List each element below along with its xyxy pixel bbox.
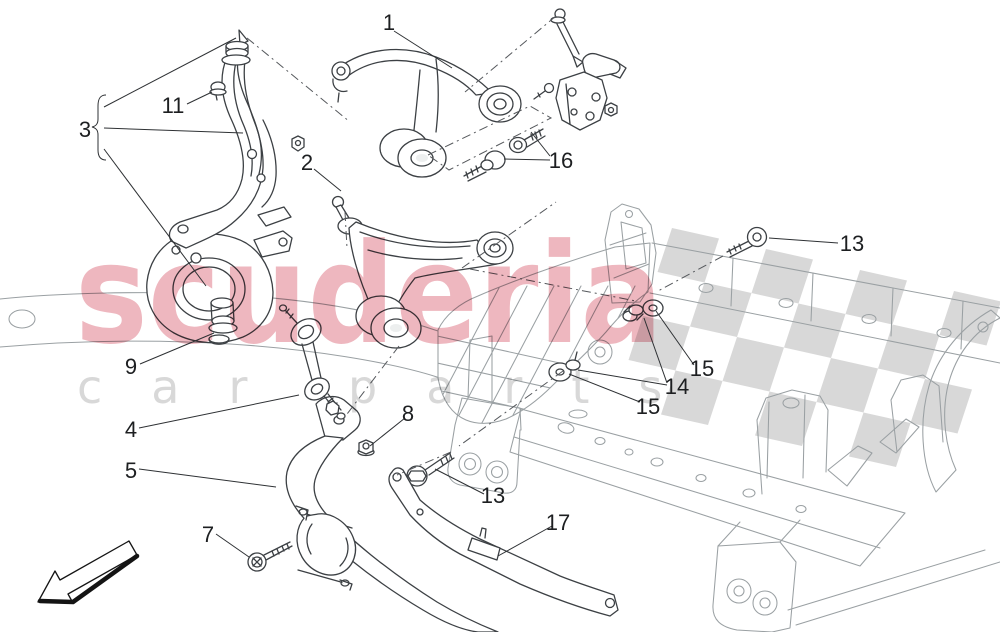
- flag-cell: [628, 316, 690, 371]
- flag-cell: [722, 337, 784, 392]
- washer-nut-set: [548, 299, 664, 382]
- callout-number-5-8: 5: [125, 458, 137, 483]
- callout-number-7-9: 7: [202, 522, 214, 547]
- bolt-13-top: [726, 226, 768, 258]
- cradle-rib: [500, 285, 582, 424]
- direction-arrow: [37, 540, 140, 605]
- flag-cell: [878, 324, 940, 379]
- callout-number-14-14: 14: [665, 374, 689, 399]
- bolt-13-lower: [406, 452, 455, 487]
- callout-number-15-13: 15: [690, 356, 714, 381]
- cradle-rib: [428, 442, 655, 492]
- callout-5-leader: [138, 468, 277, 488]
- callout-number-11-3: 11: [162, 93, 185, 118]
- height-sensor-assembly: [533, 8, 627, 131]
- stabilizer-link: [278, 304, 346, 420]
- callout-number-2-1: 2: [301, 150, 313, 175]
- callout-3-leader: [103, 37, 237, 108]
- bolt-16-lower: [463, 150, 506, 182]
- flag-cell: [661, 370, 723, 425]
- callout-number-15-15: 15: [636, 394, 660, 419]
- callout-11-leader: [186, 91, 213, 105]
- callout-number-8-10: 8: [402, 401, 414, 426]
- lower-control-arm: [331, 195, 514, 349]
- callout-4-leader: [138, 394, 300, 429]
- callout-1-leader: [393, 30, 453, 69]
- watermark-sub-text: car parts: [77, 360, 711, 414]
- callout-17-leader: [497, 525, 553, 557]
- flag-cell: [910, 379, 972, 434]
- callout-number-3-2: 3: [79, 117, 91, 142]
- callout-14-leader: [643, 317, 668, 384]
- flag-cell: [849, 412, 911, 467]
- flag-cell: [755, 391, 817, 446]
- bolt-16-upper: [508, 128, 546, 154]
- cradle-rib: [446, 285, 528, 424]
- watermark: scuderia car parts: [75, 214, 711, 414]
- callout-15-leader: [568, 373, 641, 403]
- flag-cell: [784, 303, 846, 358]
- screw-11: [209, 81, 227, 101]
- bolt-7: [247, 541, 293, 572]
- callout-14-leader: [577, 369, 668, 386]
- callout-number-13-11: 13: [481, 483, 505, 508]
- callout-number-17-12: 17: [546, 510, 570, 535]
- flag-cell: [939, 291, 1000, 346]
- cradle-rib: [438, 285, 501, 424]
- flag-cell: [816, 358, 878, 413]
- steering-knuckle: [146, 29, 293, 344]
- bracket-17: [388, 467, 619, 617]
- callout-15-leader: [655, 310, 695, 366]
- cradle-rib: [428, 469, 655, 519]
- callout-16-leader: [503, 158, 551, 161]
- stabilizer-bar: [285, 395, 499, 632]
- flag-cell: [751, 249, 813, 304]
- grommet-9: [208, 334, 230, 345]
- callout-8-leader: [369, 417, 406, 447]
- watermark-brand-text: scuderia: [75, 214, 663, 375]
- upper-control-arm: [291, 48, 522, 178]
- cradle-rib: [438, 414, 650, 424]
- nut-8: [357, 439, 375, 457]
- callout-16-leader: [530, 131, 551, 157]
- callout-13-leader: [434, 468, 485, 495]
- callout-7-leader: [215, 533, 250, 558]
- callout-number-4-7: 4: [125, 417, 137, 442]
- callout-number-16-4: 16: [549, 148, 573, 173]
- callout-number-1-0: 1: [383, 10, 395, 35]
- callout-2-leader: [313, 168, 342, 192]
- flag-cell: [690, 282, 752, 337]
- callout-number-9-6: 9: [125, 354, 137, 379]
- callout-3-leader: [103, 127, 244, 134]
- flag-cell: [657, 228, 719, 283]
- callout-3-leader: [103, 148, 207, 287]
- checkered-flag-graphic: [628, 228, 1000, 467]
- callout-13-leader: [768, 237, 839, 244]
- assembly-axis-lines: [246, 15, 724, 476]
- callout-number-13-5: 13: [840, 231, 864, 256]
- cradle-rib: [473, 285, 555, 424]
- flag-cell: [845, 270, 907, 325]
- callout-9-leader: [139, 332, 215, 365]
- suspension-parts: [146, 8, 768, 632]
- callout-3-brace: [91, 94, 107, 161]
